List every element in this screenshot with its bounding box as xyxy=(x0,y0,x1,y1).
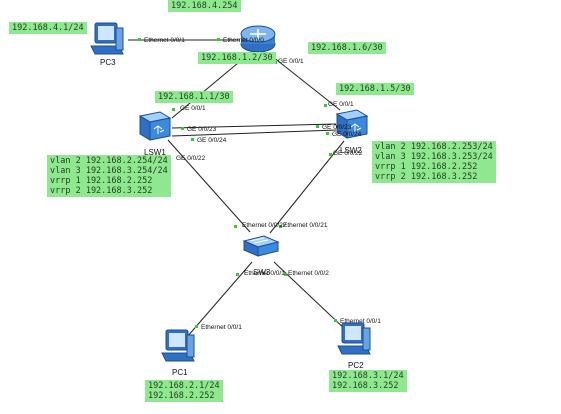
device-label-pc1: PC1 xyxy=(172,368,188,377)
port-dot xyxy=(329,153,332,156)
note-line: 192.168.4.1/24 xyxy=(12,23,84,33)
port-dot xyxy=(236,273,239,276)
port-label-sw3: Ethernet 0/0/1 xyxy=(244,270,285,277)
note-line: vlan 3 192.168.3.253/24 xyxy=(375,152,493,162)
note-line: 192.168.1.2/30 xyxy=(201,53,273,63)
device-label-sw3: SW3 xyxy=(253,268,271,277)
port-label-r1: GE 0/0/1 xyxy=(278,58,304,65)
switch-icon[interactable] xyxy=(242,235,280,257)
port-label-lsw1: GE 0/0/23 xyxy=(187,126,217,133)
link-r1-lsw2[interactable] xyxy=(267,52,341,111)
note-line: 192.168.1.1/30 xyxy=(158,92,230,102)
note-line: 192.168.2.252 xyxy=(148,391,215,401)
port-dot xyxy=(316,125,319,128)
device-label-pc2: PC2 xyxy=(348,361,364,370)
note-line: 192.168.3.1/24 xyxy=(332,371,404,381)
pc-icon[interactable] xyxy=(90,22,124,55)
pc-icon[interactable] xyxy=(161,329,195,362)
link-lsw1-lsw2[interactable] xyxy=(171,123,337,129)
note-pc3-ip[interactable]: 192.168.4.1/24 xyxy=(9,22,87,34)
port-label-r1: Ethernet 0/0/0 xyxy=(223,37,264,44)
pc-icon[interactable] xyxy=(337,322,371,355)
note-lsw1-ge1[interactable]: 192.168.1.1/30 xyxy=(155,91,233,103)
note-router-lan[interactable]: 192.168.4.254 xyxy=(168,0,241,12)
link-lsw1-sw3[interactable] xyxy=(167,139,251,233)
note-line: 192.168.3.252 xyxy=(332,381,399,391)
note-line: 192.168.1.6/30 xyxy=(311,43,383,53)
note-line: 192.168.4.254 xyxy=(171,1,238,11)
port-dot xyxy=(191,138,194,141)
port-label-lsw2: GE 0/0/1 xyxy=(328,101,354,108)
port-dot xyxy=(279,225,282,228)
port-label-pc2: Ethernet 0/0/1 xyxy=(340,318,381,325)
note-r1-ge1[interactable]: 192.168.1.6/30 xyxy=(308,42,386,54)
port-dot xyxy=(326,132,329,135)
note-line: vrrp 2 192.168.3.252 xyxy=(375,172,478,182)
port-dot xyxy=(284,273,287,276)
port-label-lsw1: GE 0/0/1 xyxy=(180,105,206,112)
port-dot xyxy=(324,104,327,107)
link-sw3-pc1[interactable] xyxy=(186,261,253,338)
port-label-pc1: Ethernet 0/0/1 xyxy=(201,324,242,331)
l3-switch-icon[interactable] xyxy=(138,111,172,141)
port-label-pc3: Ethernet 0/0/1 xyxy=(144,37,185,44)
port-dot xyxy=(138,38,141,41)
port-label-lsw2: GE 0/0/24 xyxy=(332,131,362,138)
port-label-lsw2: GE 0/0/23 xyxy=(322,124,352,131)
note-line: vrrp 1 192.168.2.252 xyxy=(375,162,478,172)
note-line: 192.168.2.1/24 xyxy=(148,381,220,391)
note-line: 192.168.1.5/30 xyxy=(339,84,411,94)
port-label-sw3: Ethernet 0/0/22 xyxy=(242,222,287,229)
device-label-pc3: PC3 xyxy=(100,58,116,67)
port-label-lsw2: GE 0/0/22 xyxy=(333,150,363,157)
link-lsw2-sw3[interactable] xyxy=(269,140,345,234)
note-r1-ge0[interactable]: 192.168.1.2/30 xyxy=(198,52,276,64)
note-line: vrrp 2 192.168.3.252 xyxy=(50,186,153,196)
note-line: vlan 2 192.168.2.254/24 xyxy=(50,156,168,166)
l3-switch-icon[interactable] xyxy=(335,109,369,139)
port-label-lsw1: GE 0/0/22 xyxy=(176,155,206,162)
port-dot xyxy=(172,108,175,111)
note-line: vrrp 1 192.168.2.252 xyxy=(50,176,153,186)
port-label-sw3: Ethernet 0/0/2 xyxy=(288,270,329,277)
link-lsw1-lsw2[interactable] xyxy=(171,129,337,137)
port-dot xyxy=(334,319,337,322)
device-label-lsw2: LSW2 xyxy=(340,146,362,155)
port-dot xyxy=(234,225,237,228)
port-dot xyxy=(217,38,220,41)
note-line: vlan 3 192.168.3.254/24 xyxy=(50,166,168,176)
port-dot xyxy=(181,127,184,130)
router-icon[interactable] xyxy=(240,25,276,53)
note-lsw2-ge1[interactable]: 192.168.1.5/30 xyxy=(336,83,414,95)
port-dot xyxy=(195,325,198,328)
port-label-sw3: Ethernet 0/0/21 xyxy=(283,222,328,229)
note-line: vlan 2 192.168.2.253/24 xyxy=(375,142,493,152)
device-label-lsw1: LSW1 xyxy=(144,148,166,157)
port-label-lsw1: GE 0/0/24 xyxy=(197,137,227,144)
